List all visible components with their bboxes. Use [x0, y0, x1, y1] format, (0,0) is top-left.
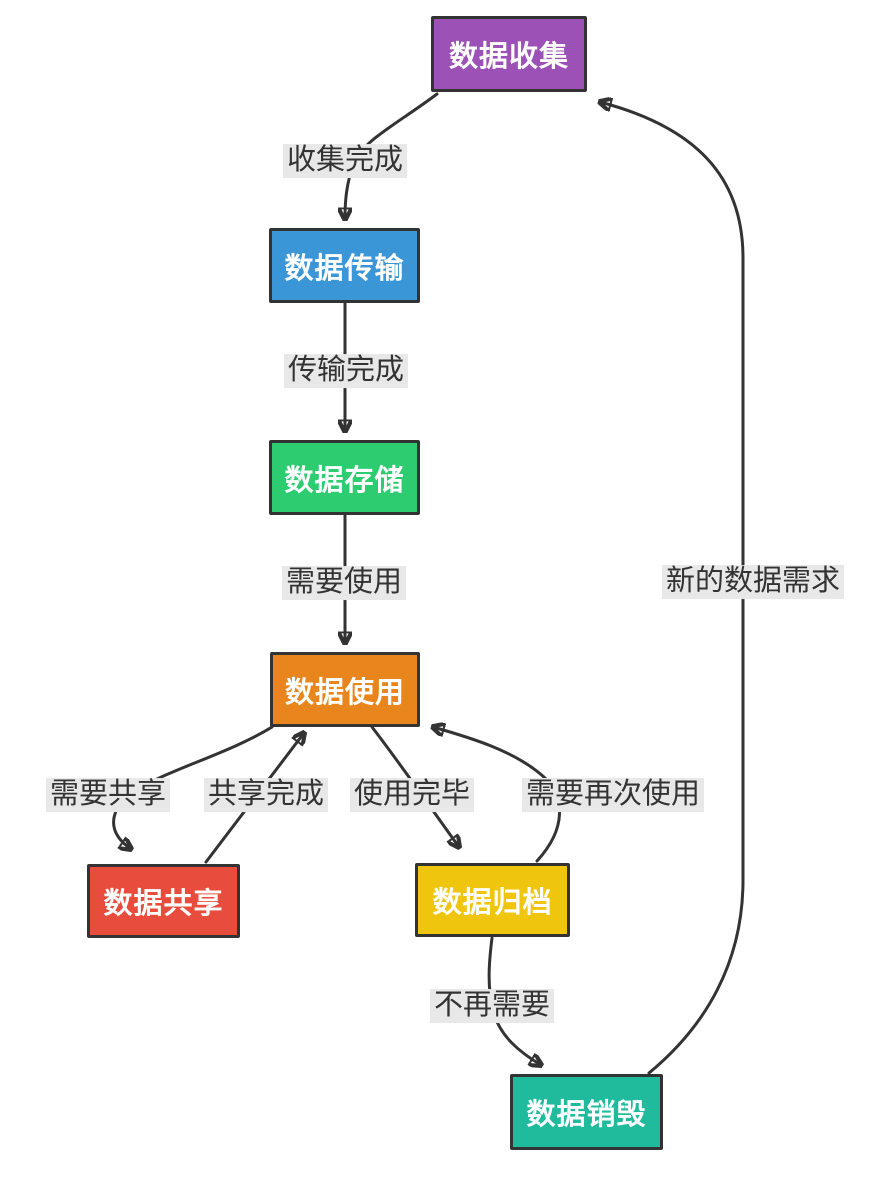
edge-label-need-share: 需要共享	[45, 778, 171, 812]
node-label: 数据归档	[432, 887, 553, 919]
edge-label-need-reuse: 需要再次使用	[521, 778, 705, 812]
node-label: 数据存储	[284, 464, 405, 497]
edge-label-use-done: 使用完毕	[349, 778, 475, 812]
edge-label-transfer-done: 传输完成	[283, 354, 409, 388]
node-data-storage: 数据存储	[269, 440, 420, 515]
node-data-destruction: 数据销毁	[510, 1074, 663, 1150]
node-label: 数据收集	[448, 41, 569, 73]
edge-label-no-longer-needed: 不再需要	[429, 989, 555, 1023]
node-data-transfer: 数据传输	[269, 228, 420, 303]
node-label: 数据共享	[103, 888, 224, 920]
edge-label-share-done: 共享完成	[203, 778, 329, 812]
node-label: 数据销毁	[526, 1099, 647, 1131]
edge-label-collect-done: 收集完成	[282, 144, 408, 178]
node-label: 数据传输	[284, 252, 405, 285]
node-data-archive: 数据归档	[415, 863, 570, 937]
node-data-collection: 数据收集	[431, 16, 587, 92]
edge-label-new-data-demand: 新的数据需求	[661, 565, 845, 599]
node-data-sharing: 数据共享	[87, 864, 240, 938]
node-data-usage: 数据使用	[270, 652, 420, 727]
edge-label-need-use: 需要使用	[281, 566, 407, 600]
node-label: 数据使用	[284, 676, 405, 709]
